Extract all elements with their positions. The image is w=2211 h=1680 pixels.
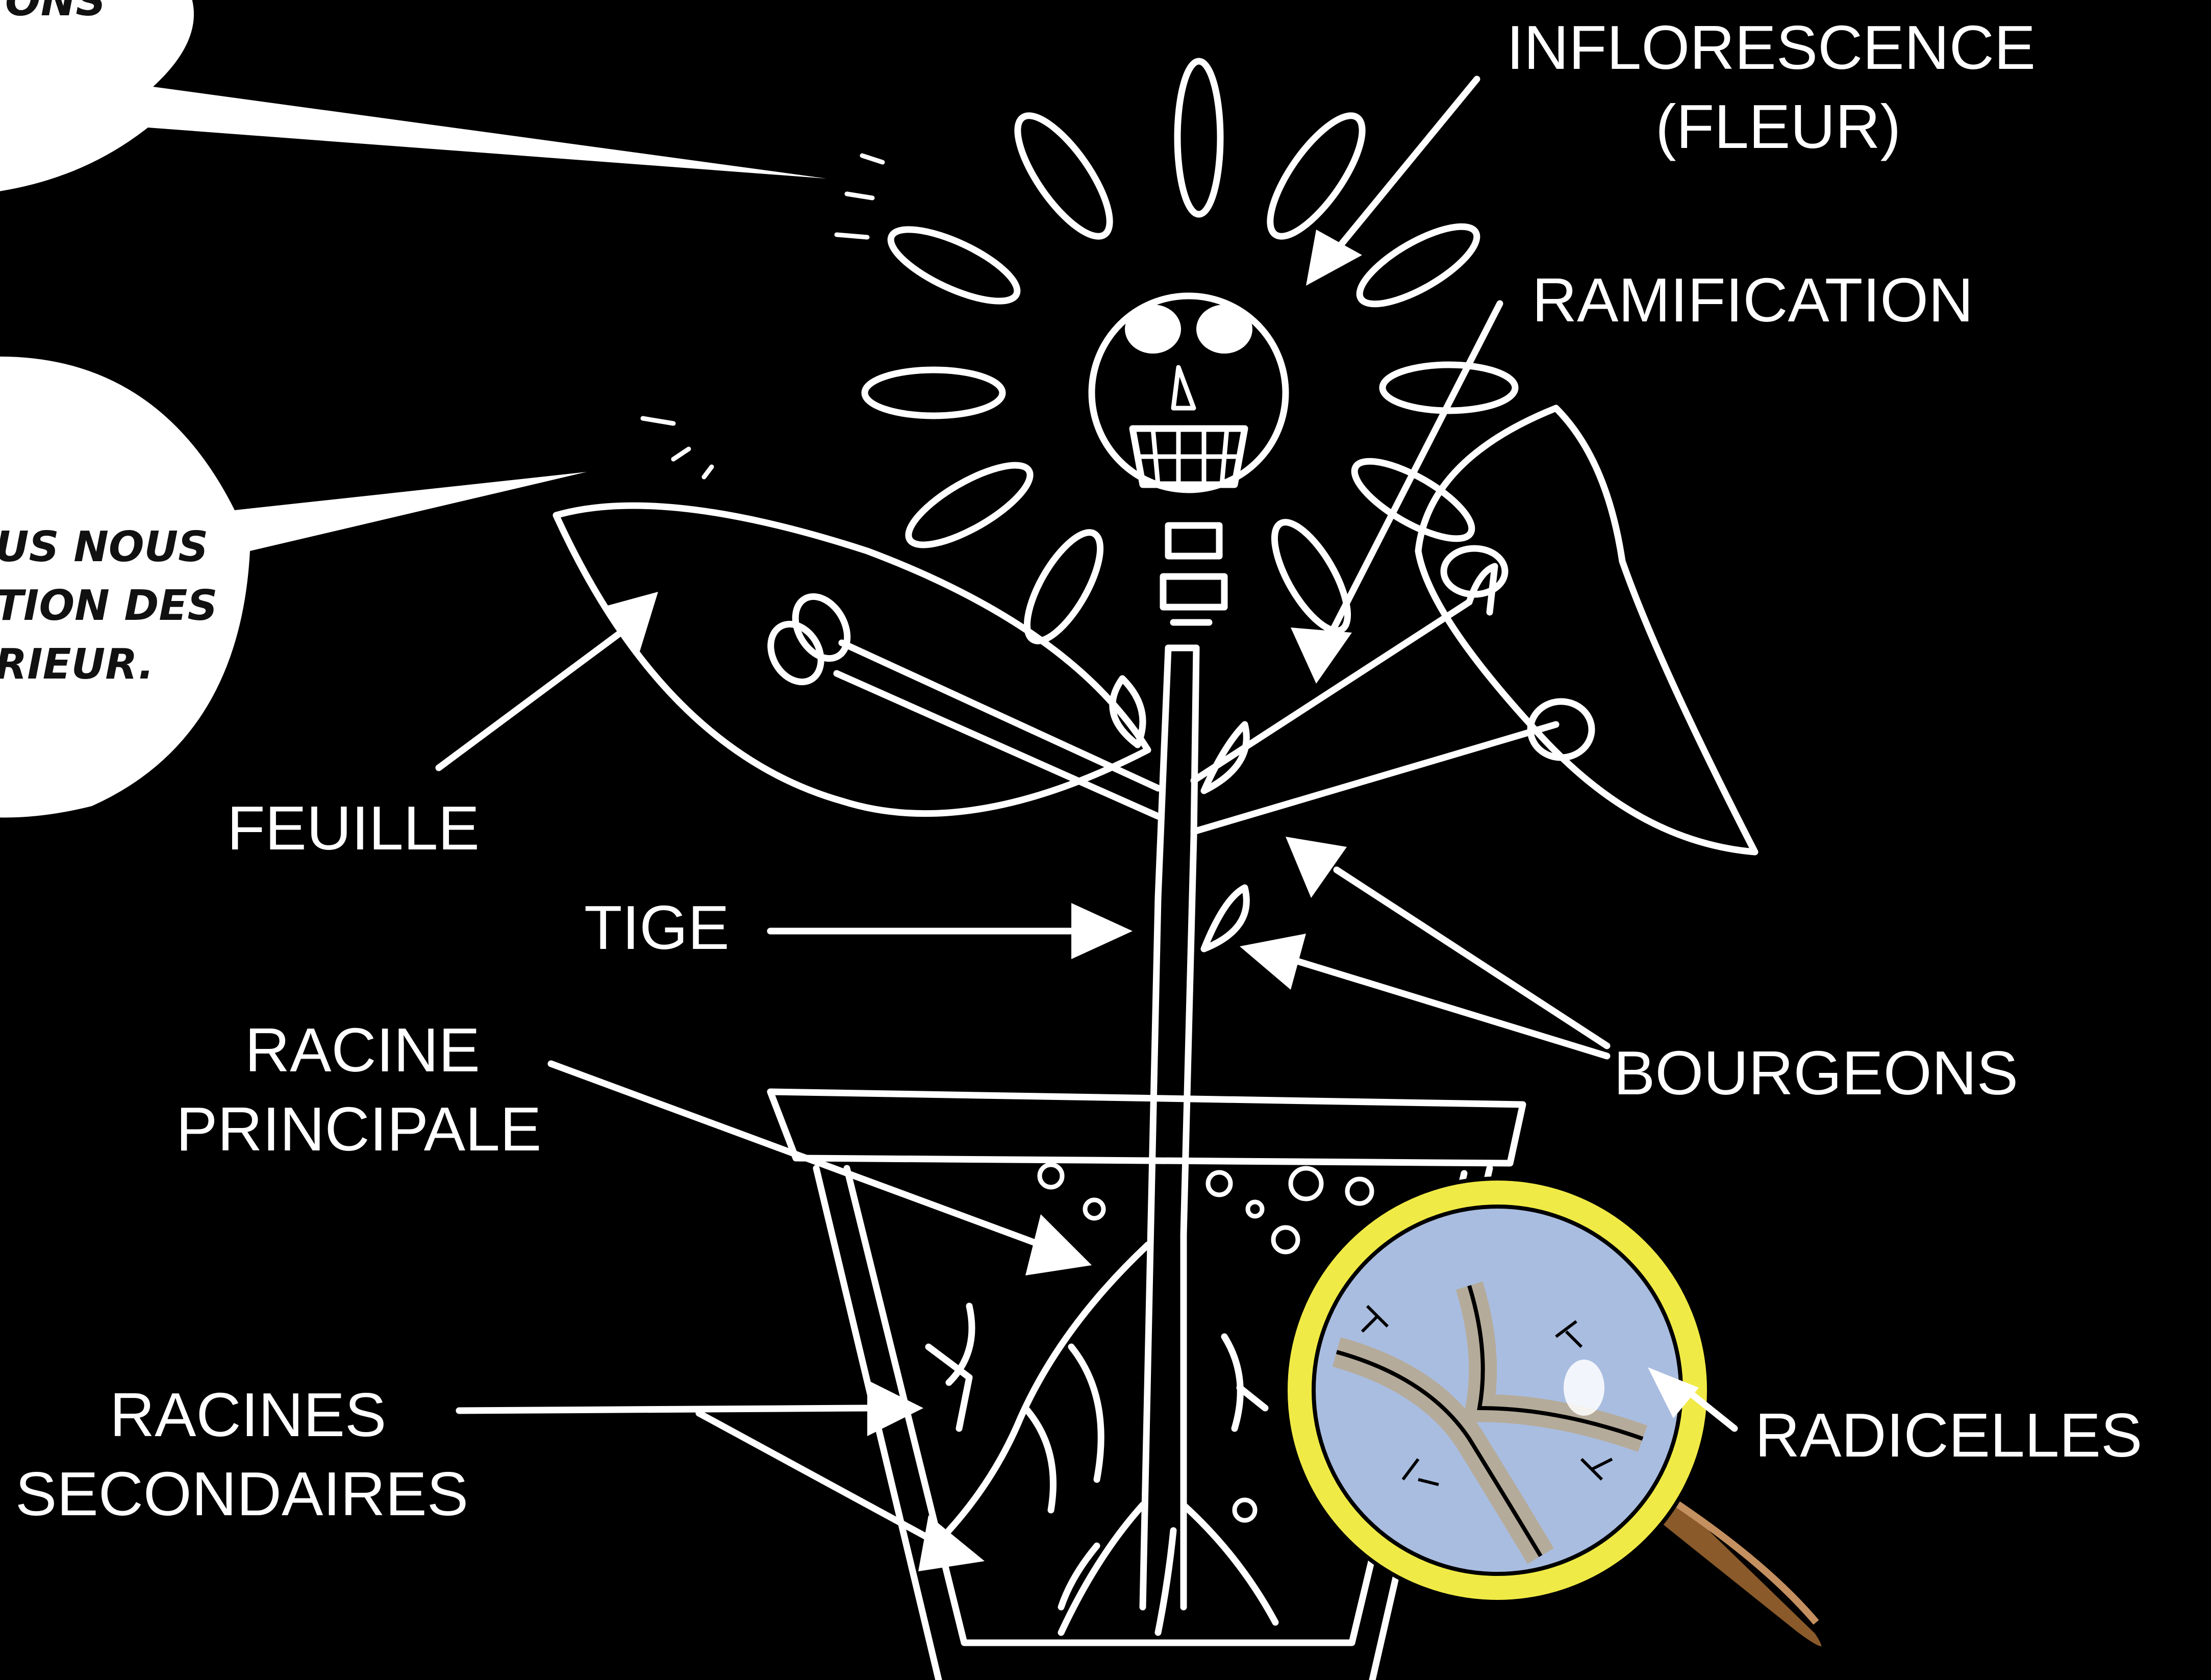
label-racines-secondaires-line2: SECONDAIRES [15, 1459, 468, 1528]
label-radicelles: RADICELLES [1755, 1400, 2142, 1470]
label-racines-secondaires-line1: RACINES [110, 1380, 386, 1449]
bubble-line-3: RIEUR. [0, 640, 154, 689]
label-racine-principale-line1: RACINE [245, 1015, 480, 1085]
label-inflorescence-line1: INFLORESCENCE [1506, 13, 2036, 82]
bubble-top-text: ONS [5, 0, 106, 26]
label-bourgeons: BOURGEONS [1614, 1038, 2018, 1108]
bubble-line-2: TION DES [0, 582, 217, 630]
label-tige: TIGE [584, 893, 730, 962]
bubble-line-1: US NOUS [0, 523, 208, 571]
label-feuille: FEUILLE [227, 793, 480, 863]
label-ramification: RAMIFICATION [1532, 265, 1973, 335]
label-racine-principale-line2: PRINCIPALE [176, 1094, 541, 1164]
label-inflorescence-line2: (FLEUR) [1655, 92, 1901, 161]
